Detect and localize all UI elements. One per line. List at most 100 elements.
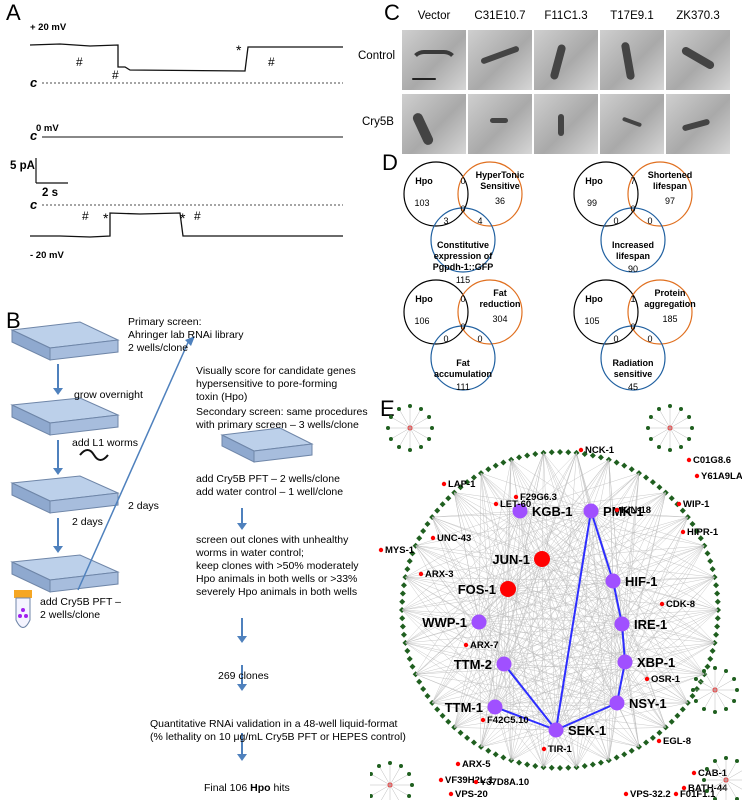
network-node-small [532,450,539,457]
network-node-small [714,598,721,605]
network-node-small [445,718,452,725]
venn-overlap-lb: 3 [443,216,448,226]
network-label-small: MYS-1 [385,545,415,556]
row-cry5b: Cry5B [362,116,394,128]
venn-overlap-rb: 0 [647,334,652,344]
primary-screen-text: Primary screen:Ahringer lab RNAi library… [128,316,244,354]
network-label-small: TIR-1 [548,744,572,755]
network-node-small [581,763,588,770]
venn-circle-hpo [573,161,639,227]
network-node-hif-1 [605,573,621,589]
venn-left-count: 106 [414,316,429,326]
venn-bottom-label: Radiation [612,358,653,368]
network-node-small [693,528,700,534]
network-node-small [424,693,431,700]
venn-overlap-rb: 4 [477,216,482,226]
network-node-small [674,712,681,719]
network-node-small-red [430,535,436,541]
col-c31e10: C31E10.7 [474,10,526,22]
network-node-small [439,501,446,508]
network-label-small: F29G6.3 [520,492,557,503]
network-node-small [470,474,477,481]
network-node-small [704,550,711,557]
network-node-small-red [463,642,469,648]
venn-bottom-count: 90 [628,264,638,274]
network-node-small [464,734,471,741]
network-node-small [404,647,411,654]
final-hits: Final 106 Hpo hits [204,782,290,794]
venn-overlap-all: 0 [630,322,635,332]
two-days-left: 2 days [72,516,103,528]
network-node-ttm-2 [496,656,512,672]
image-cry5b-f11c1 [534,94,598,154]
network-node-small [649,734,656,741]
network-edge-blue [555,702,618,731]
network-node-ire-1 [614,616,630,632]
image-cry5b-t17e9 [600,94,664,154]
network-node-small [643,739,650,746]
venn-right-label: Shortened [648,170,693,180]
network-label-xbp-1: XBP-1 [637,655,675,670]
network-label-ire-1: IRE-1 [634,617,667,632]
col-t17e9: T17E9.1 [610,10,654,22]
network-node-small-red [673,791,679,797]
venn-overlap-lr: 1 [630,294,635,304]
network-edge-blue [590,510,614,582]
panel-c-letter: C [384,0,400,25]
venn-circle-hpo [573,279,639,345]
diag-arrow [77,337,191,591]
network-node-small-red [686,457,692,463]
network-node-small [697,535,704,542]
venn-overlap-lr: 0 [460,294,465,304]
network-node-small [689,693,696,700]
network-node-small [628,466,635,473]
venn-overlap-lb: 0 [613,216,618,226]
network-label-small: VPS-32.2 [630,789,671,800]
network-node-small [613,754,620,761]
network-label-jun-1: JUN-1 [492,552,530,567]
panel-a-traces: + 20 mV # # * # c c 0 mV 5 pA 2 s c # * … [10,22,343,261]
panel-b-letter: B [6,308,21,333]
venn-right-label: aggregation [644,299,696,309]
network-node-small [565,449,572,456]
network-edge-blue [494,706,557,731]
network-node-small [492,751,499,758]
network-edge-blue [555,510,592,731]
row-control: Control [358,50,396,62]
venn-bottom-label: Constitutive [437,240,489,250]
network-node-small [709,647,716,654]
two-days-diag: 2 days [128,500,159,512]
venn-circle-bottom [430,207,496,273]
network-node-small [709,566,716,573]
venn-circle-right [627,161,693,227]
image-cry5b-zk370 [666,94,730,154]
network-node-small [713,582,720,589]
venn-circle-right [457,279,523,345]
venn-left-count: 105 [584,316,599,326]
venn-diagram: Hpo103HyperTonicSensitive36Constitutivee… [403,161,524,285]
network-node-small [557,765,563,771]
network-node-small [597,759,604,766]
network-node-small-red [644,676,650,682]
c-label-2: c [30,128,38,143]
venn-circle-bottom [430,325,496,391]
network-node-small [532,763,539,770]
grow-overnight: grow overnight [74,389,143,401]
network-label-kgb-1: KGB-1 [532,504,572,519]
network-node-small [668,495,675,502]
network-node-small [399,598,406,605]
add-l1-worms: add L1 worms [72,437,138,449]
network-node-small-red [378,547,384,553]
network-node-wwp-1 [471,614,487,630]
network-node-small [416,535,423,542]
venn-right-count: 36 [495,196,505,206]
network-node-small [704,663,711,670]
venn-bottom-label: accumulation [434,369,492,379]
network-node-small-red [694,473,700,479]
network-node-small [707,655,714,662]
network-node-small-red [493,501,499,507]
venn-overlap-lb: 0 [443,334,448,344]
venn-left-label: Hpo [415,176,433,186]
